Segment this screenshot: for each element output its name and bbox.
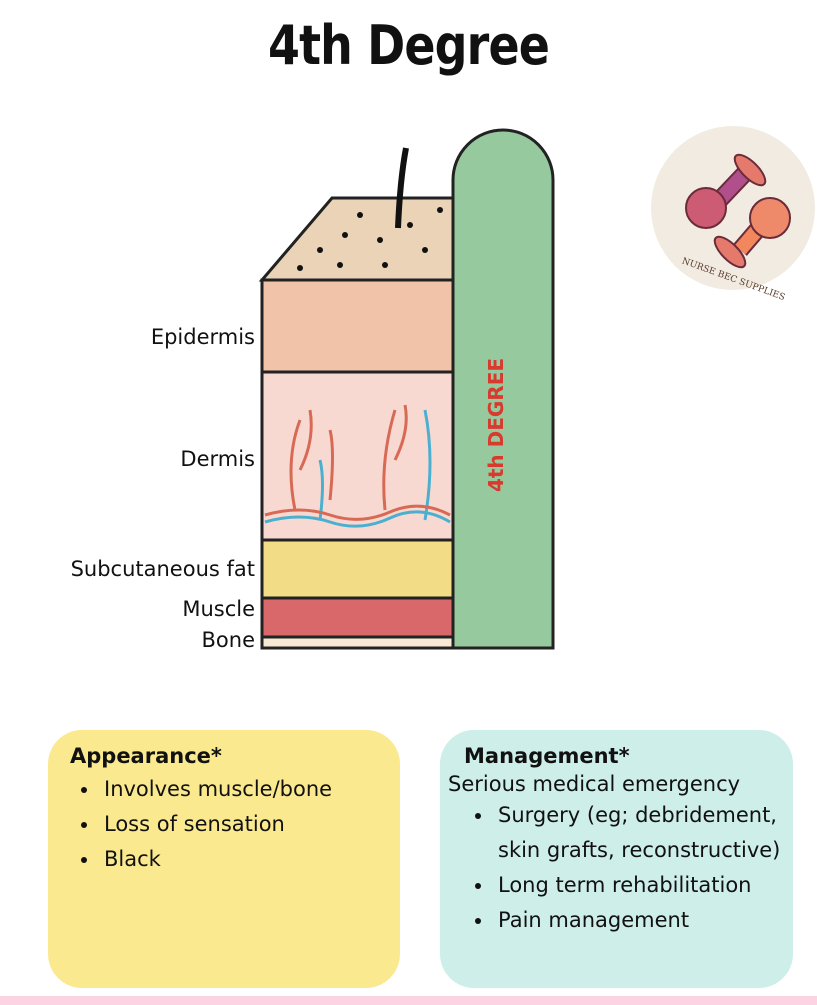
management-card: Management* Serious medical emergency Su… xyxy=(440,730,793,988)
page-title: 4th Degree xyxy=(267,14,550,77)
epidermis-layer xyxy=(260,278,457,374)
muscle-layer xyxy=(260,596,457,639)
list-item: Black xyxy=(100,842,378,877)
bottom-strip xyxy=(0,996,817,1005)
management-heading: Management* xyxy=(464,744,630,768)
blood-vessels xyxy=(264,404,451,528)
management-list: Surgery (eg; debridement, skin grafts, r… xyxy=(448,798,785,938)
appearance-heading: Appearance* xyxy=(70,744,222,768)
skin-surface xyxy=(258,196,457,282)
list-item: Loss of sensation xyxy=(100,807,378,842)
bone-layer xyxy=(260,635,457,650)
list-item: Surgery (eg; debridement, skin grafts, r… xyxy=(494,798,785,868)
management-subtitle: Serious medical emergency xyxy=(448,772,741,796)
list-item: Involves muscle/bone xyxy=(100,772,378,807)
fat-layer xyxy=(260,538,457,600)
appearance-list: Involves muscle/bone Loss of sensation B… xyxy=(70,772,378,877)
logo: NURSE BEC SUPPLIES xyxy=(651,126,815,303)
burn-label: 4th DEGREE xyxy=(484,358,508,492)
skin-diagram: 4th DEGREE NURSE BEC SUPPLIES xyxy=(258,126,815,650)
label-dermis: Dermis xyxy=(180,447,255,471)
hair xyxy=(395,147,409,229)
label-epidermis: Epidermis xyxy=(150,325,255,349)
label-muscle: Muscle xyxy=(182,597,255,621)
list-item: Long term rehabilitation xyxy=(494,868,785,903)
label-bone: Bone xyxy=(201,628,255,652)
list-item: Pain management xyxy=(494,903,785,938)
label-subcutaneous-fat: Subcutaneous fat xyxy=(70,557,255,581)
burn-depth-bar xyxy=(451,128,555,650)
appearance-card: Appearance* Involves muscle/bone Loss of… xyxy=(48,730,400,988)
pores xyxy=(297,207,443,271)
